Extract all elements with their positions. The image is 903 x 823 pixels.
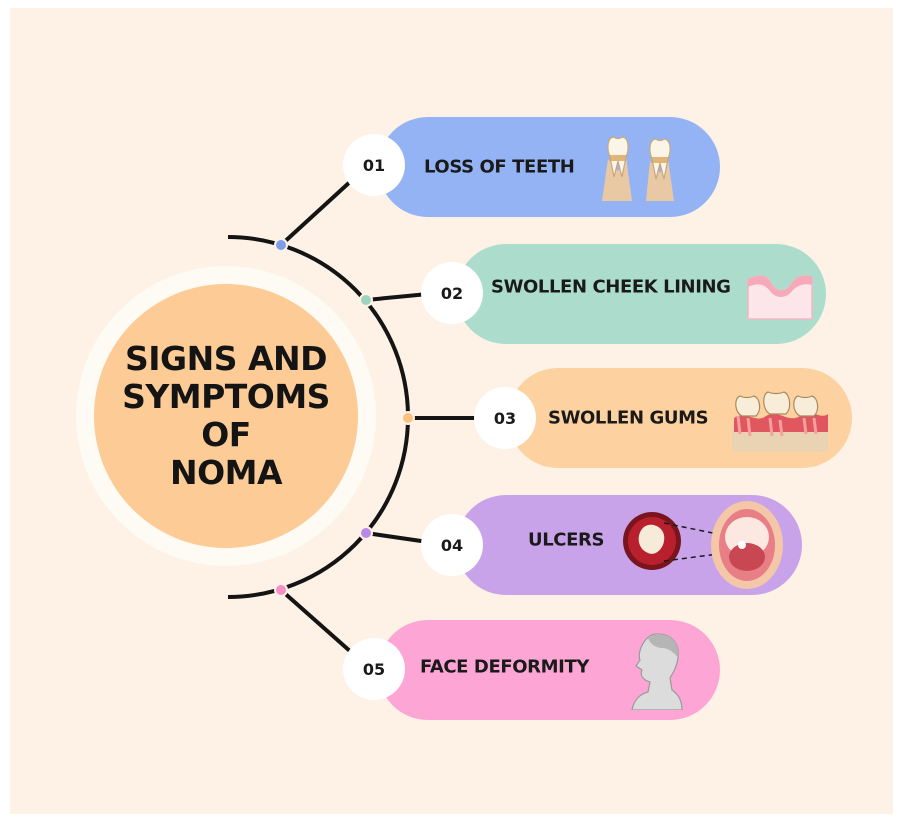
mouth-ulcer-icon — [622, 499, 794, 591]
symptom-label-04: ULCERS — [528, 530, 604, 551]
hub-title: SIGNS AND SYMPTOMS OF NOMA — [94, 340, 358, 492]
face-profile-icon — [628, 630, 684, 710]
node-dot-02 — [360, 294, 372, 306]
symptom-label-02: SWOLLEN CHEEK LINING — [491, 277, 731, 298]
teeth-bone-loss-icon — [600, 131, 692, 203]
symptom-label-03: SWOLLEN GUMS — [548, 408, 708, 429]
cheek-tissue-icon — [746, 271, 814, 321]
symptom-card-03: SWOLLEN GUMS — [508, 368, 852, 468]
symptom-label-01: LOSS OF TEETH — [424, 157, 574, 178]
hub-circle: SIGNS AND SYMPTOMS OF NOMA — [94, 284, 358, 548]
step-number-02: 02 — [421, 262, 483, 324]
symptom-card-01: LOSS OF TEETH — [378, 117, 720, 217]
branch-line-02 — [366, 294, 428, 300]
node-dot-03 — [402, 412, 414, 424]
step-number-04: 04 — [421, 514, 483, 576]
symptom-card-02: SWOLLEN CHEEK LINING — [456, 244, 826, 344]
node-dot-04 — [360, 527, 372, 539]
branch-line-04 — [366, 533, 428, 542]
step-number-03: 03 — [474, 387, 536, 449]
branch-line-05 — [281, 590, 351, 652]
symptom-card-04: ULCERS — [456, 495, 802, 595]
step-number-01: 01 — [343, 134, 405, 196]
node-dot-01 — [275, 239, 287, 251]
step-number-05: 05 — [343, 638, 405, 700]
branch-line-01 — [281, 181, 351, 245]
node-dot-05 — [275, 584, 287, 596]
symptom-label-05: FACE DEFORMITY — [420, 657, 589, 678]
swollen-gums-icon — [730, 388, 832, 454]
symptom-card-05: FACE DEFORMITY — [378, 620, 720, 720]
